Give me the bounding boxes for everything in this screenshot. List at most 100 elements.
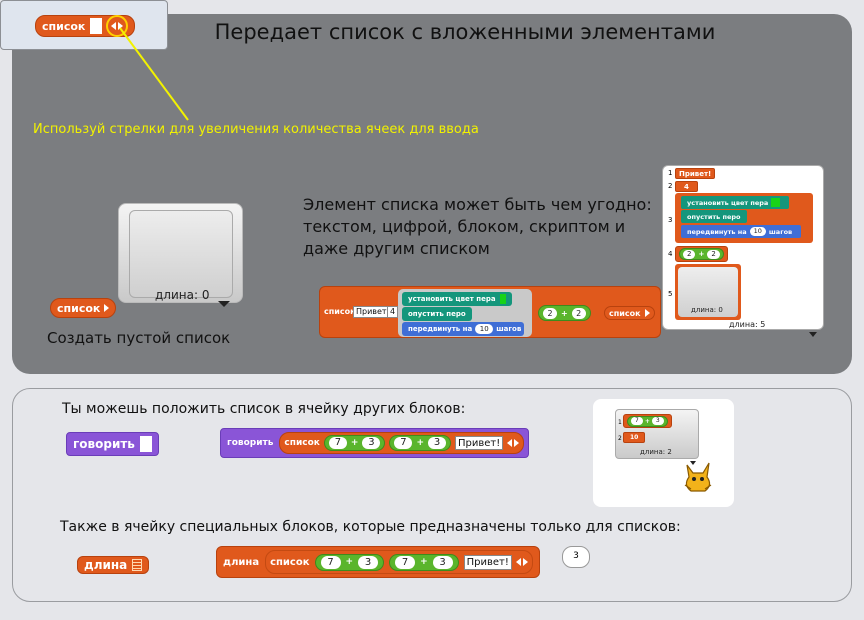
say-list-block[interactable]: говорить список 7 + 3 7 + 3 Привет! bbox=[220, 428, 529, 458]
inner-length: длина: 0 bbox=[691, 306, 723, 314]
item-hello: Привет! bbox=[675, 168, 716, 179]
add-right-slot[interactable]: 3 bbox=[428, 437, 447, 449]
move-label: передвинуть на bbox=[408, 325, 473, 333]
text-slot-hello[interactable]: Привет! bbox=[353, 306, 393, 318]
empty-list-watcher bbox=[129, 210, 233, 298]
add-left-slot: 7 bbox=[631, 417, 643, 425]
pen-down-label: опустить перо bbox=[687, 212, 741, 221]
result-bubble: 3 bbox=[562, 546, 590, 568]
add-block: 7 + 3 bbox=[627, 415, 668, 427]
add-block-1[interactable]: 7 + 3 bbox=[314, 553, 385, 571]
say-input-slot[interactable] bbox=[139, 436, 152, 452]
arrow-right-icon[interactable] bbox=[514, 439, 520, 447]
move-block[interactable]: передвинуть на 10 шагов bbox=[402, 322, 524, 336]
text-slot-hello[interactable]: Привет! bbox=[455, 436, 504, 450]
arrow-left-icon[interactable] bbox=[507, 439, 513, 447]
say-block[interactable]: говорить bbox=[66, 432, 159, 456]
text-slot-hello[interactable]: Привет! bbox=[463, 554, 512, 570]
list-input-slot[interactable] bbox=[90, 18, 103, 34]
pen-down-label: опустить перо bbox=[408, 310, 466, 318]
nested-length: длина: 5 bbox=[729, 320, 766, 329]
watcher-menu-icon[interactable] bbox=[690, 450, 696, 469]
plus-label: + bbox=[644, 417, 650, 425]
add-block[interactable]: 2 + 2 bbox=[538, 305, 591, 321]
bottom-line-2: Также в ячейку специальных блоков, котор… bbox=[60, 519, 681, 535]
arrow-left-icon[interactable] bbox=[515, 558, 521, 566]
length-label: длина bbox=[84, 558, 128, 572]
page-title: Передает список с вложенными элементами bbox=[214, 20, 716, 44]
set-pen-color-block: установить цвет пера bbox=[681, 196, 789, 209]
nested-list-block[interactable]: список Привет! 4 установить цвет пера оп… bbox=[319, 286, 661, 338]
add-right-slot[interactable]: 3 bbox=[362, 437, 381, 449]
arrow-left-icon[interactable] bbox=[111, 22, 117, 30]
bottom-line-1: Ты можешь положить список в ячейку други… bbox=[62, 401, 466, 417]
length-list-block[interactable]: длина список 7 + 3 7 + 3 Привет! bbox=[216, 546, 540, 578]
list-block-label: список bbox=[270, 556, 310, 568]
arrow-right-icon[interactable] bbox=[522, 558, 528, 566]
list-block[interactable]: список 7 + 3 7 + 3 Привет! bbox=[279, 432, 525, 454]
list-block[interactable]: список 7 + 3 7 + 3 Привет! bbox=[265, 550, 533, 574]
say-label: говорить bbox=[227, 438, 274, 448]
watcher-menu-icon[interactable] bbox=[218, 292, 230, 311]
small-list-watcher: 1 7 + 3 2 10 длина: 2 bbox=[615, 409, 699, 465]
index-label: 4 bbox=[668, 250, 673, 258]
add-block-1[interactable]: 7 + 3 bbox=[323, 435, 386, 451]
add-right-slot: 3 bbox=[651, 417, 664, 425]
plus-label: + bbox=[416, 438, 425, 448]
arrow-right-icon[interactable] bbox=[118, 22, 124, 30]
add-right-slot[interactable]: 2 bbox=[571, 307, 586, 319]
inner-list-block[interactable]: список bbox=[604, 306, 655, 320]
item-add: 7 + 3 bbox=[623, 414, 672, 428]
color-swatch[interactable] bbox=[499, 294, 506, 304]
add-right-slot[interactable]: 3 bbox=[432, 555, 453, 569]
add-left-slot[interactable]: 2 bbox=[543, 307, 557, 319]
steps-label: шагов bbox=[496, 325, 522, 333]
watcher-menu-icon[interactable] bbox=[809, 322, 817, 341]
list-block-example[interactable]: список bbox=[35, 15, 136, 37]
pen-down-block[interactable]: опустить перо bbox=[402, 307, 472, 321]
result-value: 3 bbox=[573, 551, 579, 561]
item-script: установить цвет пера опустить перо перед… bbox=[675, 193, 813, 243]
variadic-arrows[interactable] bbox=[507, 439, 520, 447]
plus-label: + bbox=[350, 438, 359, 448]
move-steps-slot[interactable]: 10 bbox=[475, 324, 494, 334]
arrow-right-icon[interactable] bbox=[644, 309, 650, 317]
description: Элемент списка может быть чем угодно: те… bbox=[303, 195, 652, 258]
arrows-hint: Используй стрелки для увеличения количес… bbox=[33, 122, 479, 137]
variadic-arrows[interactable] bbox=[515, 558, 528, 566]
set-pen-color-block[interactable]: установить цвет пера bbox=[402, 292, 512, 306]
item-four: 4 bbox=[675, 181, 698, 192]
add-block-2[interactable]: 7 + 3 bbox=[389, 435, 452, 451]
empty-list-block[interactable]: список bbox=[50, 298, 117, 318]
sprite-icon[interactable] bbox=[681, 459, 715, 497]
plus-label: + bbox=[561, 308, 568, 318]
length-label: длина bbox=[223, 556, 260, 568]
add-right-slot: 2 bbox=[707, 249, 720, 259]
add-left-slot[interactable]: 7 bbox=[394, 437, 413, 449]
variadic-arrows[interactable] bbox=[104, 304, 110, 312]
index-label: 3 bbox=[668, 216, 673, 224]
add-right-slot[interactable]: 3 bbox=[358, 555, 379, 569]
item-inner-list: длина: 0 bbox=[675, 264, 741, 320]
index-label: 1 bbox=[618, 419, 622, 426]
say-label: говорить bbox=[73, 437, 135, 451]
arrow-right-icon[interactable] bbox=[104, 304, 110, 312]
add-left-slot[interactable]: 7 bbox=[320, 555, 341, 569]
add-left-slot[interactable]: 7 bbox=[328, 437, 347, 449]
set-pen-color-label: установить цвет пера bbox=[687, 198, 769, 207]
add-block-2[interactable]: 7 + 3 bbox=[389, 553, 459, 571]
index-label: 2 bbox=[668, 182, 673, 190]
list-block-label: список bbox=[609, 308, 641, 318]
empty-list-caption: Создать пустой список bbox=[47, 329, 231, 347]
list-block-label: список bbox=[284, 438, 320, 448]
script-slot[interactable]: установить цвет пера опустить перо перед… bbox=[398, 289, 532, 337]
add-left-slot: 2 bbox=[683, 249, 696, 259]
small-length: длина: 2 bbox=[640, 448, 672, 456]
list-block-label: список bbox=[42, 19, 86, 33]
empty-list-length: длина: 0 bbox=[155, 288, 210, 302]
length-block[interactable]: длина bbox=[77, 556, 150, 574]
text-slot-four[interactable]: 4 bbox=[387, 306, 399, 318]
add-left-slot[interactable]: 7 bbox=[395, 555, 416, 569]
list-icon bbox=[132, 559, 143, 571]
